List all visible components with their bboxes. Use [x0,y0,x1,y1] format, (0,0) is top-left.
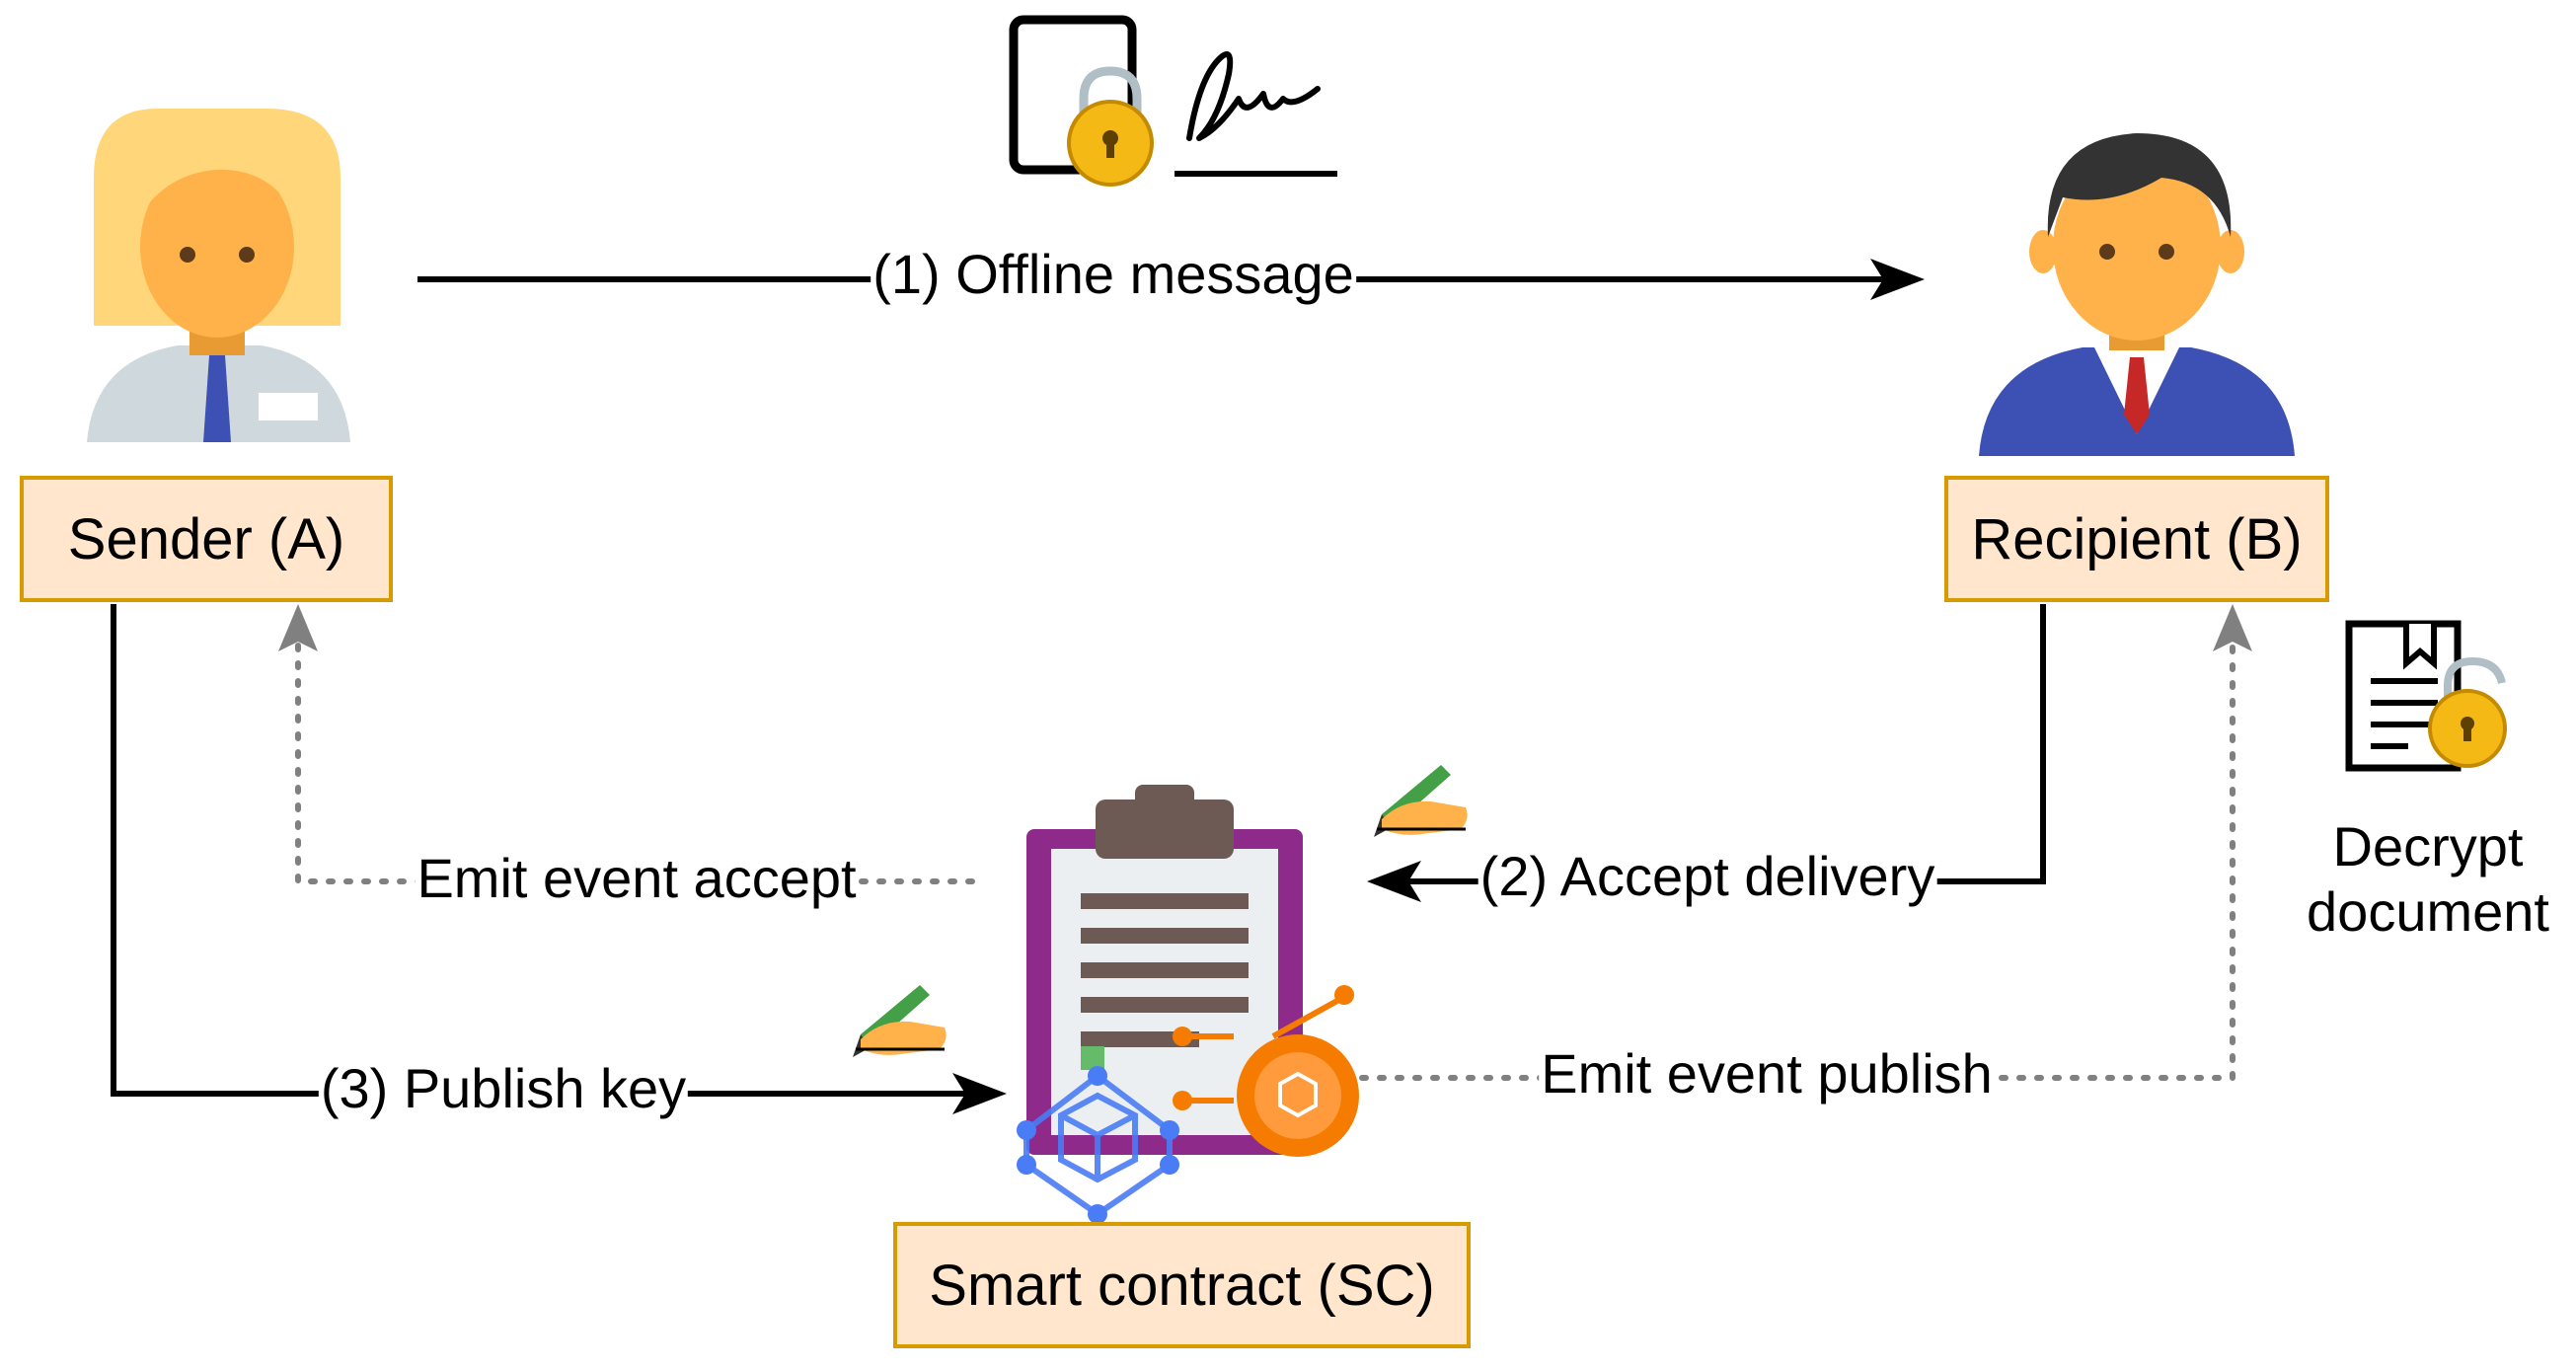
decrypt-document-label: Decrypt document [2307,814,2549,945]
smart-contract-label: Smart contract (SC) [929,1253,1435,1318]
sender-node: Sender (A) [20,476,393,602]
decrypt-line-1: Decrypt [2332,815,2524,877]
accept-delivery-label: (2) Accept delivery [1477,844,1937,909]
blockchain-network-icon [1017,985,1359,1224]
signing-hand-icon [853,985,947,1057]
decrypt-line-2: document [2307,880,2549,943]
edge-emit-accept [278,604,975,884]
recipient-label: Recipient (B) [1971,506,2303,571]
female-user-icon [87,109,350,442]
smart-contract-node: Smart contract (SC) [893,1222,1471,1348]
sender-label: Sender (A) [67,506,345,571]
offline-message-label: (1) Offline message [871,242,1356,307]
recipient-node: Recipient (B) [1944,476,2329,602]
publish-key-label: (3) Publish key [318,1056,689,1121]
edge-publish-key [111,604,1007,1114]
locked-document-signature-icon [1009,15,1337,187]
unlocked-document-icon [2345,620,2507,772]
edge-emit-publish [1359,604,2252,1081]
signing-hand-icon [1374,765,1468,837]
male-user-icon [1979,133,2295,456]
emit-accept-label: Emit event accept [415,846,859,911]
emit-publish-label: Emit event publish [1539,1041,1995,1106]
